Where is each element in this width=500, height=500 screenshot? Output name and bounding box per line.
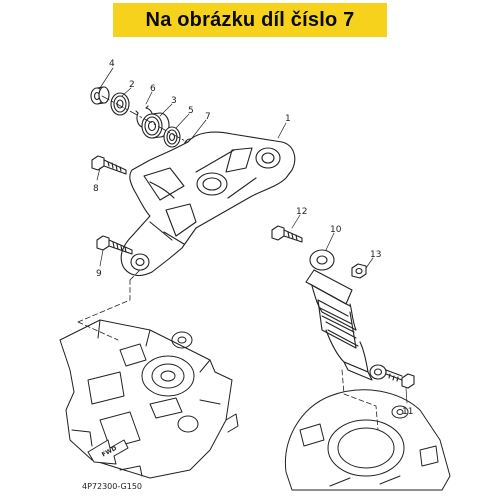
engine-crankcase-left — [59, 319, 239, 479]
callout-2: 2 — [129, 80, 135, 90]
leader-left-case — [77, 279, 131, 341]
part-11-bolt — [385, 369, 415, 389]
part-8-bolt — [91, 155, 127, 175]
part-10-shock-absorber — [305, 249, 387, 381]
fwd-arrow-icon: FWD — [87, 439, 129, 465]
part-4-collar — [90, 86, 110, 105]
callout-11: 11 — [402, 407, 413, 417]
part-number-banner: Na obrázku díl číslo 7 — [113, 3, 387, 37]
callout-9: 9 — [96, 269, 102, 279]
callout-3: 3 — [171, 96, 177, 106]
part-9-bolt — [96, 235, 133, 255]
callout-8: 8 — [93, 184, 99, 194]
leader-shock-lower — [341, 369, 379, 431]
callout-7: 7 — [205, 112, 211, 122]
callout-1: 1 — [285, 114, 291, 124]
leader-bracket-mount — [129, 269, 141, 281]
part-2-oil-seal — [110, 92, 130, 116]
part-12-bolt — [271, 225, 303, 243]
callout-12: 12 — [296, 207, 307, 217]
callout-5: 5 — [188, 106, 194, 116]
engine-crankcase-right — [284, 389, 451, 491]
part-1-rear-arm-bracket — [120, 131, 296, 277]
callout-13: 13 — [370, 250, 381, 260]
callout-6: 6 — [150, 84, 156, 94]
callout-10: 10 — [330, 225, 342, 235]
callout-4: 4 — [109, 59, 115, 69]
part-13-nut — [351, 263, 367, 279]
callout-leaders — [96, 67, 408, 404]
callout-numbers: 4 2 6 3 5 7 1 8 9 12 10 13 11 — [93, 59, 413, 417]
diagram-code: 4P72300-G150 — [82, 482, 142, 491]
